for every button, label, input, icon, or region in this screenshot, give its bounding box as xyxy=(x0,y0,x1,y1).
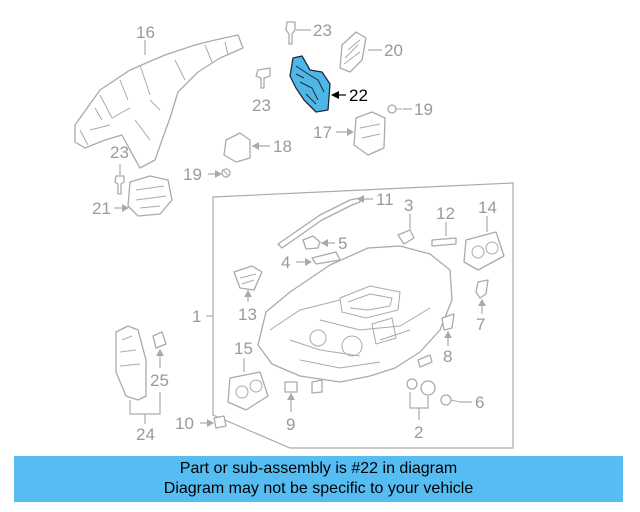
part-9-clip xyxy=(284,381,298,393)
part-16-cross-car-beam xyxy=(74,34,244,169)
part-8-clip xyxy=(441,313,455,331)
part-19-screw-right xyxy=(387,104,402,114)
part-20-vent xyxy=(339,31,367,73)
label-7: 7 xyxy=(476,315,485,334)
arrow-4 xyxy=(305,258,312,266)
part-7-bracket xyxy=(475,279,489,299)
exploded-parts-diagram: 16 23 20 22 23 19 17 18 23 19 21 11 3 12… xyxy=(74,21,514,449)
arrow-5 xyxy=(321,239,328,247)
label-24: 24 xyxy=(136,425,155,444)
part-23-clip-mid xyxy=(255,67,271,89)
arrow-9 xyxy=(287,393,295,400)
arrow-10 xyxy=(207,419,214,427)
label-10: 10 xyxy=(175,414,194,433)
arrow-8 xyxy=(444,331,452,338)
part-1-instrument-panel xyxy=(257,245,453,383)
arrow-17 xyxy=(347,128,354,136)
part-17-bracket xyxy=(353,111,386,156)
label-13: 13 xyxy=(238,305,257,324)
caption-line-2: Diagram may not be specific to your vehi… xyxy=(163,480,474,497)
label-23-top: 23 xyxy=(313,21,332,40)
part-19-screw-left xyxy=(221,168,231,178)
part-11-trim-strip xyxy=(277,197,361,249)
part-18-bracket xyxy=(223,132,251,163)
label-2: 2 xyxy=(414,423,423,442)
caption-line-1: Part or sub-assembly is #22 in diagram xyxy=(179,460,458,477)
label-16: 16 xyxy=(136,23,155,42)
part-12-trim xyxy=(431,237,457,247)
label-21: 21 xyxy=(92,199,111,218)
part-15-switch-bezel xyxy=(227,371,269,411)
label-8: 8 xyxy=(443,347,452,366)
label-9: 9 xyxy=(286,415,295,434)
part-13-vent xyxy=(233,265,263,291)
part-2-washers xyxy=(406,378,436,396)
part-6-bolt xyxy=(440,394,461,406)
label-4: 4 xyxy=(281,253,290,272)
part-10-clip xyxy=(213,415,227,429)
arrow-11 xyxy=(357,195,364,203)
label-19-right: 19 xyxy=(414,100,433,119)
part-25-clip xyxy=(152,331,167,349)
label-23-mid: 23 xyxy=(252,96,271,115)
part-23-clip-top xyxy=(285,21,296,45)
part-23-clip-left xyxy=(114,175,125,195)
part-clip-small-a xyxy=(311,379,323,394)
label-11: 11 xyxy=(376,190,394,209)
part-22-highlighted-bracket xyxy=(289,55,331,113)
arrow-18 xyxy=(252,142,259,150)
part-3-clip xyxy=(397,229,415,245)
label-22: 22 xyxy=(349,86,368,105)
label-18: 18 xyxy=(273,137,292,156)
label-12: 12 xyxy=(436,204,455,223)
label-3: 3 xyxy=(404,196,413,215)
leader-24 xyxy=(129,392,161,424)
part-24-side-panel xyxy=(115,325,147,401)
part-5-fastener xyxy=(302,235,321,250)
part-clip-small-b xyxy=(417,354,433,368)
part-21-bracket xyxy=(127,175,173,217)
label-6: 6 xyxy=(475,393,484,412)
label-19-left: 19 xyxy=(183,165,202,184)
label-1: 1 xyxy=(192,307,201,326)
label-17: 17 xyxy=(313,123,332,142)
arrow-19-left xyxy=(215,170,222,178)
label-23-left: 23 xyxy=(110,143,129,162)
arrow-21 xyxy=(122,204,129,212)
label-15: 15 xyxy=(234,339,253,358)
label-14: 14 xyxy=(478,198,497,217)
label-5: 5 xyxy=(338,234,347,253)
arrow-25 xyxy=(156,349,164,356)
assembly-boundary-box xyxy=(212,182,514,449)
part-14-switch-panel xyxy=(463,231,505,271)
arrow-7 xyxy=(478,299,486,306)
leader-2 xyxy=(409,392,429,420)
arrow-22 xyxy=(331,91,339,99)
arrow-13 xyxy=(244,290,252,297)
caption-banner: Part or sub-assembly is #22 in diagram D… xyxy=(14,456,623,502)
label-25: 25 xyxy=(150,371,169,390)
label-20: 20 xyxy=(384,41,403,60)
